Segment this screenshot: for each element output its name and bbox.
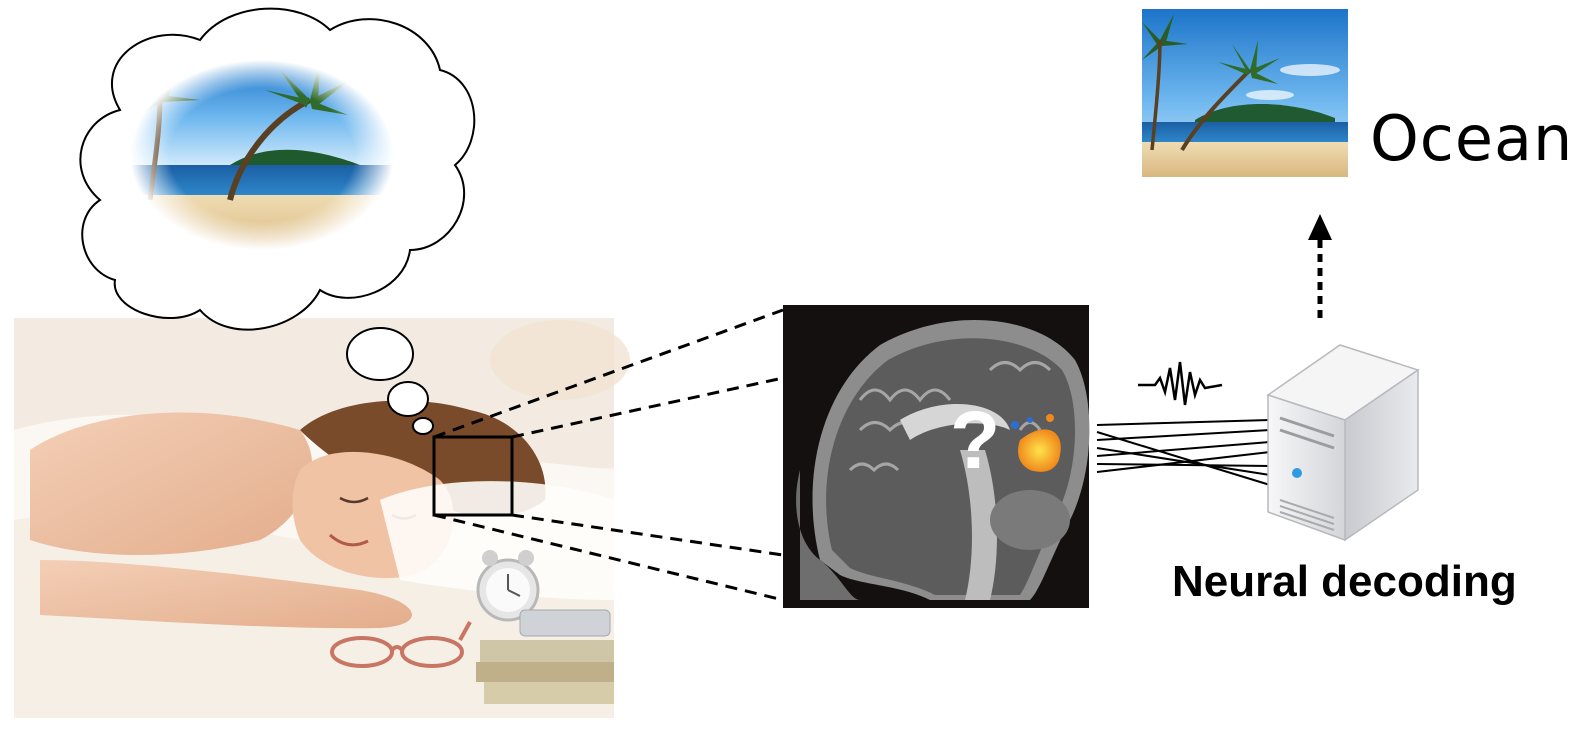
decoded-beach-image	[1142, 9, 1348, 177]
unknown-content-mark: ?	[950, 395, 1000, 486]
waveform-icon	[1138, 362, 1222, 405]
server-tower-icon	[1268, 345, 1418, 540]
decoded-output-label: Ocean	[1370, 108, 1573, 170]
signal-wires	[1097, 420, 1270, 485]
brain-mri-scan: ?	[783, 305, 1089, 608]
dotted-arrow-up-icon	[1308, 214, 1332, 318]
imagined-beach-image	[130, 60, 395, 255]
decoder-label: Neural decoding	[1172, 560, 1517, 604]
